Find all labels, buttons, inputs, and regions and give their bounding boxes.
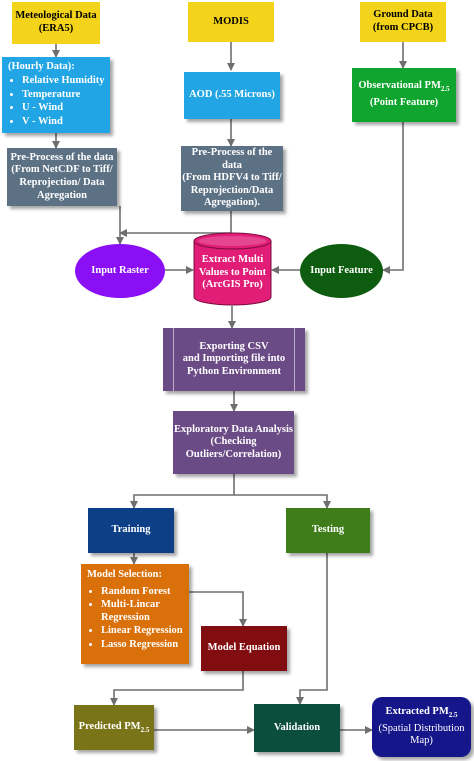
database-cylinder-icon [193,232,272,306]
node-extract-cylinder: Extract Multi Values to Point (ArcGIS Pr… [193,232,272,306]
preprocess-hdf-line: Pre-Process of the data [191,147,273,171]
era5-line-1: Meteological Data [15,10,97,22]
arrow-eda-to-training [130,474,235,509]
aod-label: AOD (.55 Microns) [189,89,275,101]
arrow-testing-to-validation [296,553,328,705]
node-modis: MODIS [188,2,274,42]
extract-line: Values to Point [198,266,267,278]
hourly-title: (Hourly Data): [8,60,75,72]
preprocess-hdf-line: Agregation). [203,197,261,209]
preprocess-netcdf-line: Pre-Process of the data [10,151,114,163]
predicted-title: Predicted PM2.5 [79,721,150,734]
extract-text: Extract Multi Values to Point (ArcGIS Pr… [193,246,272,300]
node-testing: Testing [286,508,370,553]
ground-line-2: (from CPCB) [372,22,434,33]
model-item: Random Forest [101,586,189,599]
input-feature-label: Input Feature [310,264,373,276]
node-preprocess-hdf: Pre-Process of the data (From HDFV4 to T… [181,146,283,211]
ground-line-1: Ground Data [373,9,433,21]
testing-label: Testing [311,524,345,536]
extract-line: Extract Multi [201,254,264,266]
preprocess-hdf-line: Reprojection/Data [190,184,274,196]
predicted-subscript: 2.5 [140,725,150,734]
export-right-bar [294,328,295,391]
extracted-subscript: 2.5 [448,711,458,720]
cylinder-body [193,240,272,306]
node-input-raster: Input Raster [75,244,165,298]
eda-line: (Checking [210,436,257,448]
node-observational: Observational PM2.5 (Point Feature) [352,68,456,122]
preprocess-hdf-line: (From HDFV4 to Tiff/ [182,172,282,184]
validation-label: Validation [273,721,321,733]
node-predicted: Predicted PM2.5 [74,705,154,750]
era5-line-2: (ERA5) [38,23,74,34]
model-equation-label: Model Equation [207,642,281,654]
node-extracted: Extracted PM2.5 (Spatial Distribution Ma… [372,697,471,757]
hourly-item: Temperature [22,89,105,102]
node-ground: Ground Data (from CPCB) [360,2,446,42]
arrow-eda-to-testing [234,494,331,509]
input-raster-label: Input Raster [91,264,149,276]
cylinder-top [193,232,272,250]
eda-line: Exploratory Data Analysis [173,423,293,435]
extracted-title: Extracted PM2.5 [385,706,457,719]
eda-line: Outliers/Correlation) [185,448,282,460]
preprocess-netcdf-line: Agregation [37,189,87,201]
hourly-item: Relative Humidity [22,75,105,88]
node-aod: AOD (.55 Microns) [184,72,280,119]
extract-line: (ArcGIS Pro) [202,279,263,291]
extracted-prefix: Extracted PM [385,706,449,718]
arrow-hdf-to-raster [119,211,232,237]
export-line: Python Environment [186,365,282,377]
node-model-equation: Model Equation [201,626,287,671]
arrow-observational-to-feature [382,122,404,274]
export-line: Exporting CSV [199,340,269,352]
observational-subscript: 2.5 [440,85,450,94]
modis-label: MODIS [213,15,249,27]
model-selection-title: Model Selection: [87,569,162,580]
cylinder-top-highlight [198,236,267,246]
preprocess-netcdf-line: Reprojection/ Data [19,177,105,188]
node-input-feature: Input Feature [300,244,383,298]
hourly-item: U - Wind [22,102,105,115]
node-era5: Meteological Data (ERA5) [12,2,100,44]
extracted-line: Map) [410,735,433,747]
predicted-prefix: Predicted PM [78,720,141,732]
model-selection-list: Random Forest Multi-Lincar Regression Li… [87,586,189,653]
arrow-equation-to-predicted [110,671,244,706]
node-training: Training [88,508,174,553]
observational-title: Observational PM2.5 [358,80,449,93]
node-validation: Validation [254,704,340,752]
model-item: Lasso Regression [101,639,189,652]
node-hourly-data: (Hourly Data): Relative Humidity Tempera… [2,57,110,133]
observational-suffix: (Point Feature) [369,96,439,108]
export-left-bar [173,328,174,391]
observational-prefix: Observational PM [358,80,441,92]
hourly-list: Relative Humidity Temperature U - Wind V… [8,75,105,129]
arrow-model-selection-to-equation [189,591,247,627]
node-model-selection: Model Selection: Random Forest Multi-Lin… [81,564,189,664]
model-item: Multi-Lincar Regression [101,599,189,624]
preprocess-netcdf-line: (From NetCDF to Tiff/ [11,164,113,176]
node-eda: Exploratory Data Analysis (Checking Outl… [173,411,294,474]
model-item: Linear Regression [101,625,189,638]
node-export: Exporting CSV and Importing file into Py… [163,328,305,391]
export-line: and Importing file into [182,353,286,365]
training-label: Training [111,524,151,536]
extracted-line: (Spatial Distribution [378,722,465,734]
hourly-item: V - Wind [22,116,105,129]
node-preprocess-netcdf: Pre-Process of the data (From NetCDF to … [7,148,117,206]
